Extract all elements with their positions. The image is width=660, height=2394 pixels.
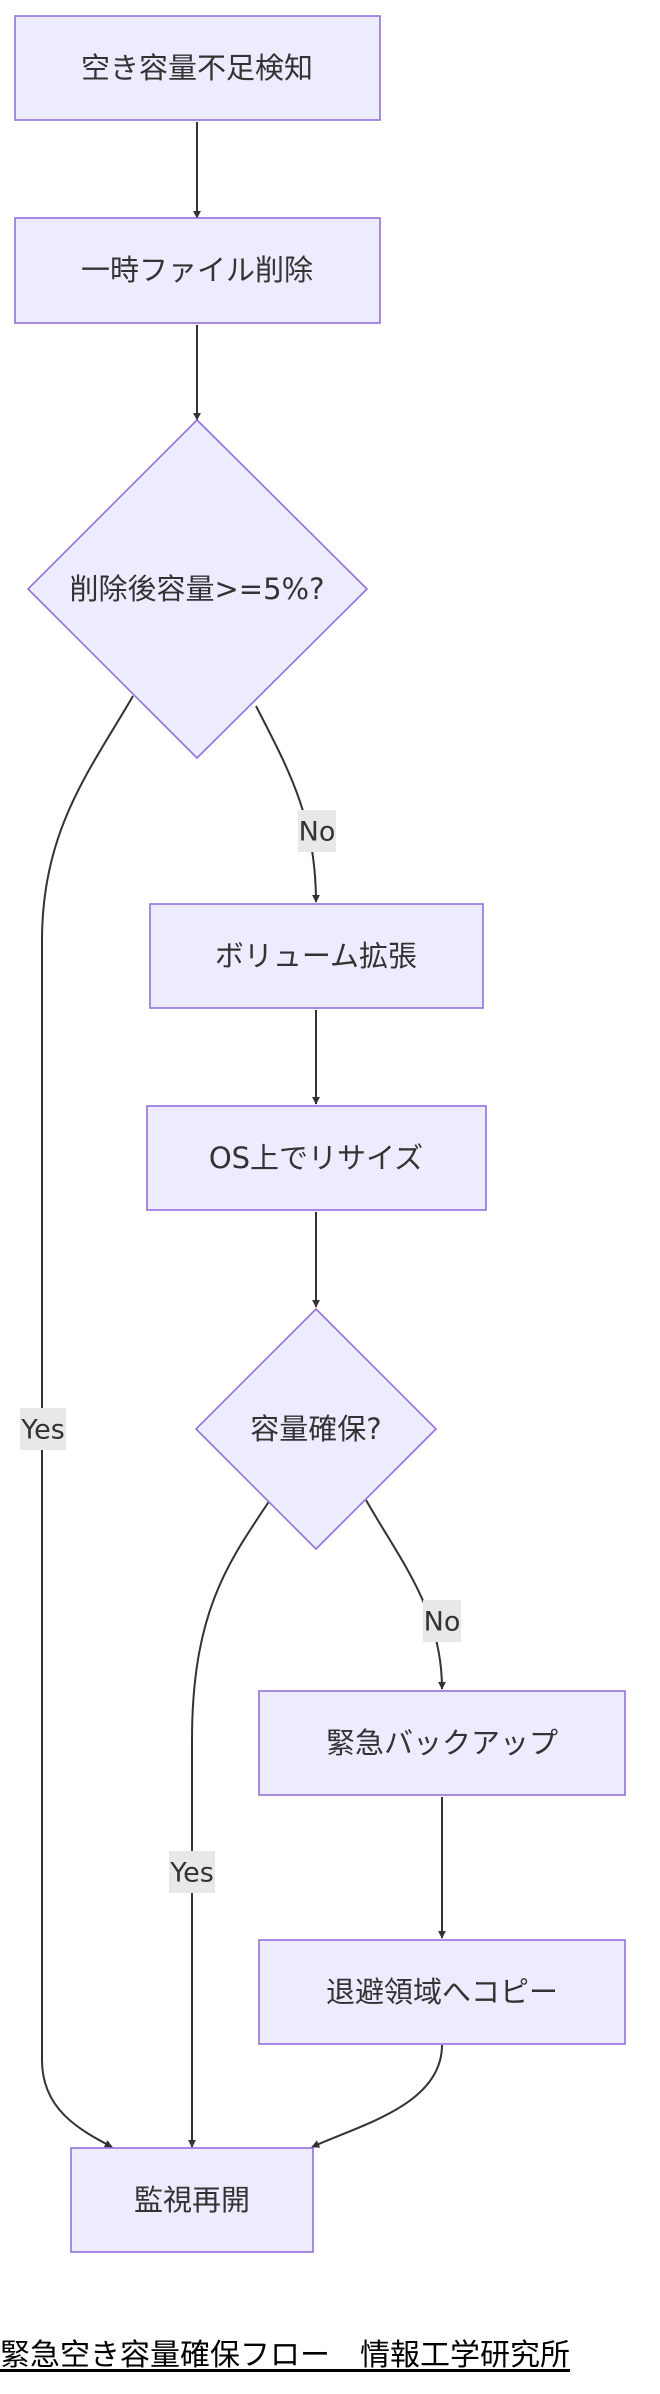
node-resume-monitor: 監視再開: [70, 2147, 314, 2253]
svg-text:No: No: [299, 817, 336, 848]
node-os-resize: OS上でリサイズ: [146, 1105, 487, 1211]
node-delete-temp: 一時ファイル削除: [14, 217, 381, 324]
flowchart: No Yes No Yes 空き容量不足検知 一時ファイル削除 削除後容量>=5…: [14, 15, 626, 2253]
svg-text:OS上でリサイズ: OS上でリサイズ: [209, 1141, 423, 1175]
node-copy-to-evac: 退避領域へコピー: [258, 1939, 626, 2045]
node-detect: 空き容量不足検知: [14, 15, 381, 121]
svg-text:監視再開: 監視再開: [134, 2183, 250, 2217]
svg-text:Yes: Yes: [20, 1415, 65, 1446]
svg-text:No: No: [424, 1607, 461, 1638]
edge-label-no-2: No: [423, 1600, 461, 1642]
node-check-capacity: 容量確保?: [194, 1307, 438, 1551]
svg-text:容量確保?: 容量確保?: [250, 1412, 381, 1446]
node-extend-volume: ボリューム拡張: [149, 903, 484, 1009]
svg-text:退避領域へコピー: 退避領域へコピー: [326, 1975, 558, 2009]
edge-label-yes-2: Yes: [169, 1851, 215, 1893]
node-check-after-delete: 削除後容量>=5%?: [26, 418, 369, 760]
node-emergency-backup: 緊急バックアップ: [258, 1690, 626, 1796]
svg-text:一時ファイル削除: 一時ファイル削除: [81, 253, 313, 287]
svg-text:空き容量不足検知: 空き容量不足検知: [81, 51, 313, 85]
svg-text:Yes: Yes: [169, 1858, 214, 1889]
diagram-caption: 緊急空き容量確保フロー 情報工学研究所: [0, 2338, 570, 2373]
edge-capcheck-yes-resume: [188, 1499, 271, 2148]
edge-capcheck-no-backup: [365, 1499, 446, 1690]
edge-check-yes-resume: [41, 695, 134, 2148]
edge-label-yes-1: Yes: [20, 1408, 66, 1450]
svg-text:削除後容量>=5%?: 削除後容量>=5%?: [70, 572, 325, 606]
edge-copy-to-resume: [311, 2044, 443, 2148]
svg-text:ボリューム拡張: ボリューム拡張: [215, 939, 417, 973]
svg-text:緊急バックアップ: 緊急バックアップ: [326, 1726, 558, 1760]
edge-check-no-extend: [255, 705, 320, 903]
edge-label-no-1: No: [298, 810, 336, 852]
